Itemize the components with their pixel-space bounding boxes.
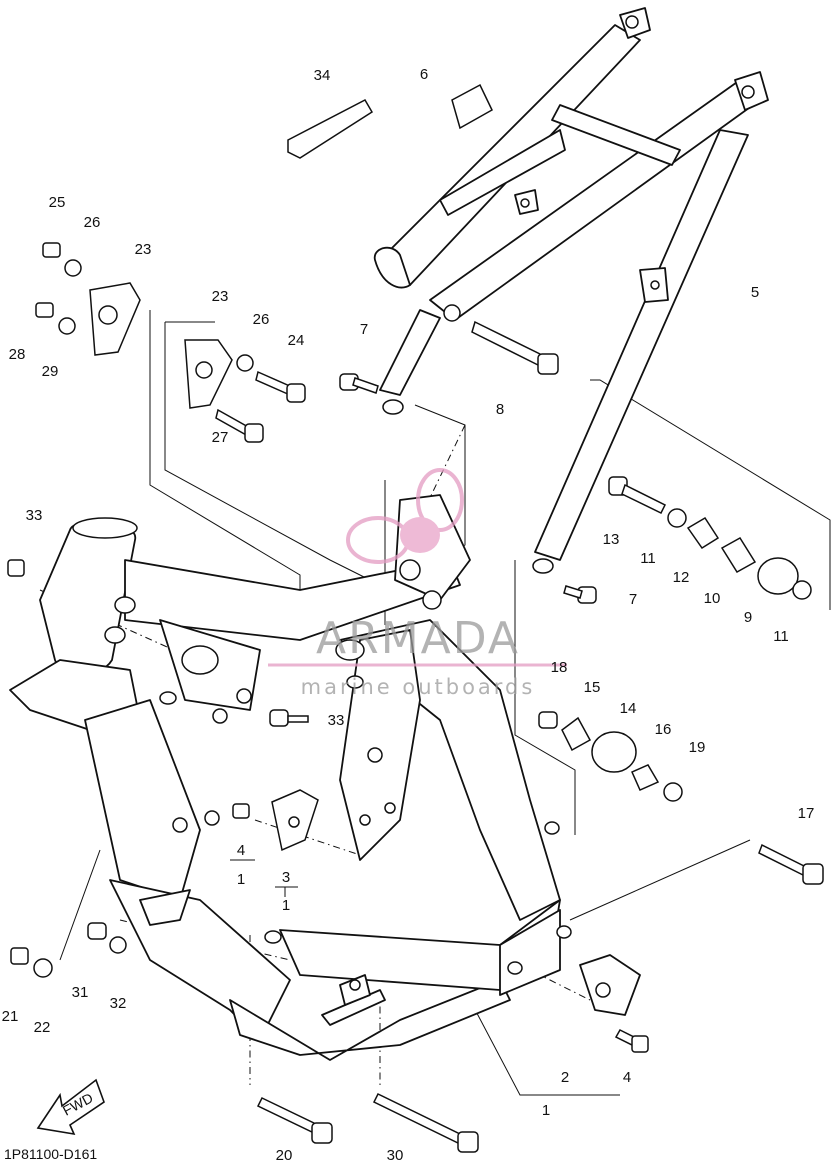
rear-subframe [373, 7, 769, 574]
part-number-label: 13 [603, 531, 620, 548]
part-number-label: 1 [237, 871, 245, 888]
part-34-strap [287, 99, 374, 159]
part-number-label: 29 [42, 363, 59, 380]
part-number-label: 10 [704, 590, 721, 607]
watermark-title: ARMADA [316, 613, 520, 664]
part-number-label: 4 [237, 842, 245, 859]
part-number-label: 9 [744, 609, 752, 626]
part-number-label: 26 [84, 214, 101, 231]
part-number-label: 2 [561, 1069, 569, 1086]
part-number-label: 23 [212, 288, 229, 305]
armada-logo-icon [346, 468, 464, 564]
sub-assembly-underlines [230, 859, 298, 897]
forward-arrow-icon: FWD [36, 1078, 105, 1136]
part-number-label: 26 [253, 311, 270, 328]
fasteners [7, 242, 824, 1153]
part-number-label: 23 [135, 241, 152, 258]
part-number-label: 7 [360, 321, 368, 338]
part-number-label: 21 [2, 1008, 19, 1025]
part-number-label: 15 [584, 679, 601, 696]
part-number-label: 1 [542, 1102, 550, 1119]
part-number-label: 24 [288, 332, 305, 349]
armada-watermark: ARMADA marine outboards [268, 468, 567, 699]
part-number-label: 33 [26, 507, 43, 524]
part-number-label: 7 [629, 591, 637, 608]
part-number-label: 8 [496, 401, 504, 418]
drawing-code: 1P81100-D161 [4, 1146, 97, 1161]
part-number-label: 14 [620, 700, 637, 717]
bracket-23-right [184, 339, 233, 409]
part-number-label: 31 [72, 984, 89, 1001]
part-number-label: 25 [49, 194, 66, 211]
part-number-label: 28 [9, 346, 26, 363]
part-number-label: 19 [689, 739, 706, 756]
part-number-label: 30 [387, 1147, 404, 1161]
part-number-label: 32 [110, 995, 127, 1012]
part-number-label: 34 [314, 67, 331, 84]
part-number-label: 3 [282, 869, 290, 886]
main-frame [9, 494, 641, 1061]
part-number-label: 5 [751, 284, 759, 301]
part-number-label: 11 [640, 550, 656, 567]
part-6-damper [451, 83, 493, 130]
part-number-label: 18 [551, 659, 568, 676]
part-number-label: 1 [282, 897, 290, 914]
guide-lines [39, 310, 831, 1096]
part-number-label: 20 [276, 1147, 293, 1161]
part-number-label: 27 [212, 429, 229, 446]
part-number-label: 11 [773, 628, 789, 645]
part-number-label: 22 [34, 1019, 51, 1036]
part-number-label: 6 [420, 66, 428, 83]
part-number-label: 17 [798, 805, 815, 822]
bracket-23-left [89, 282, 141, 356]
part-number-label: 12 [673, 569, 690, 586]
part-number-label: 16 [655, 721, 672, 738]
watermark-subtitle: marine outboards [301, 675, 536, 699]
part-number-label: 33 [328, 712, 345, 729]
part-number-label: 4 [623, 1069, 631, 1086]
